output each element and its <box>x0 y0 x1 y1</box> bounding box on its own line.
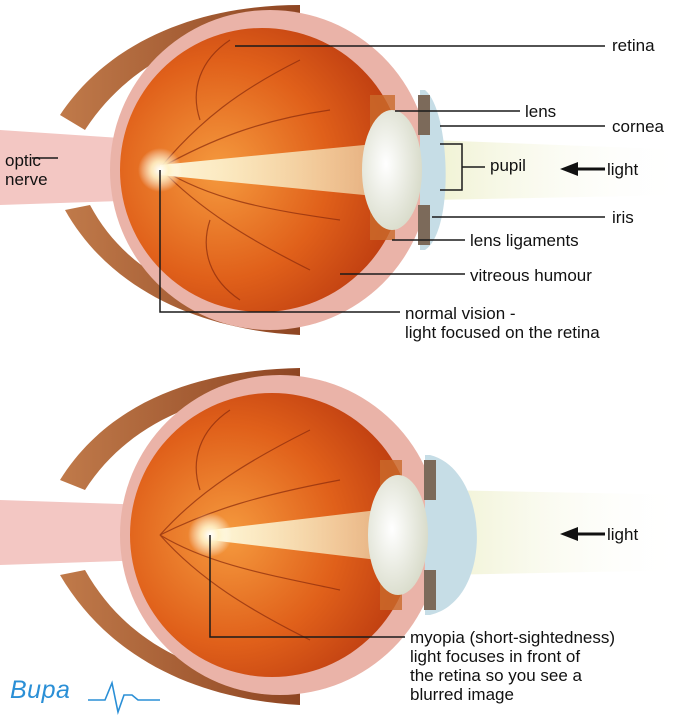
label-pupil: pupil <box>490 156 526 175</box>
label-cornea: cornea <box>612 117 664 136</box>
label-vitreous-humour: vitreous humour <box>470 266 592 285</box>
label-optic-nerve: optic nerve <box>5 151 48 189</box>
label-lens: lens <box>525 102 556 121</box>
iris-lower-bottom <box>424 570 436 610</box>
bupa-logo: Bupa <box>10 676 70 705</box>
iris-lower <box>418 205 430 245</box>
brand-swoosh <box>88 683 160 712</box>
iris-upper-bottom <box>424 460 436 500</box>
light-arrows <box>560 162 605 541</box>
label-normal-vision: normal vision - light focused on the ret… <box>405 304 600 342</box>
lens-shape-bottom <box>368 475 428 595</box>
light-beam-outside <box>430 140 689 200</box>
label-lens-ligaments: lens ligaments <box>470 231 579 250</box>
label-light-bottom: light <box>607 525 638 544</box>
label-myopia: myopia (short-sightedness) light focuses… <box>410 628 615 704</box>
label-iris: iris <box>612 208 634 227</box>
iris-upper <box>418 95 430 135</box>
lens-shape <box>362 110 422 230</box>
label-light-top: light <box>607 160 638 179</box>
label-retina: retina <box>612 36 655 55</box>
